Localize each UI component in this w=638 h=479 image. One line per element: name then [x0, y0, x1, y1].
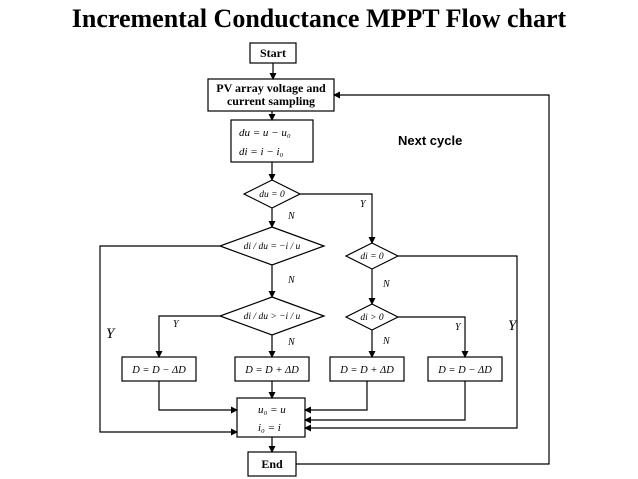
svg-text:du = u − u₀: du = u − u₀: [239, 127, 291, 139]
svg-text:Start: Start: [260, 46, 286, 60]
connectors: [99, 63, 550, 465]
next-cycle-label: Next cycle: [398, 133, 462, 148]
label-y-du0: Y: [360, 199, 367, 210]
svg-text:du = 0: du = 0: [259, 190, 285, 200]
svg-text:u₀ = u: u₀ = u: [258, 404, 286, 416]
update-node: u₀ = u i₀ = i: [236, 397, 306, 438]
svg-text:End: End: [261, 457, 283, 471]
svg-text:D = D + ΔD: D = D + ΔD: [244, 365, 299, 376]
svg-text:D = D − ΔD: D = D − ΔD: [437, 365, 492, 376]
box-decrease-right: D = D − ΔD: [427, 356, 503, 382]
svg-text:di / du = −i / u: di / du = −i / u: [244, 242, 301, 252]
box-increase-left: D = D + ΔD: [234, 356, 310, 382]
svg-text:current sampling: current sampling: [227, 94, 315, 108]
svg-text:di > 0: di > 0: [360, 313, 384, 323]
end-node: End: [247, 451, 297, 477]
decision-didu-greater: di / du > −i / u: [218, 296, 326, 336]
label-y-di-gt0: Y: [455, 322, 462, 333]
start-node: Start: [249, 42, 297, 64]
label-n-du0: N: [287, 211, 296, 222]
box-increase-right: D = D + ΔD: [329, 356, 405, 382]
svg-text:di = 0: di = 0: [360, 252, 384, 262]
svg-text:i₀ = i: i₀ = i: [258, 422, 281, 434]
label-n-di-gt0: N: [382, 336, 391, 347]
svg-text:PV array voltage and: PV array voltage and: [216, 81, 326, 95]
svg-text:di / du > −i / u: di / du > −i / u: [244, 312, 301, 322]
svg-text:di = i − i₀: di = i − i₀: [239, 146, 284, 158]
box-decrease-left: D = D − ΔD: [121, 356, 197, 382]
label-n-didu-eq: N: [287, 275, 296, 286]
label-n-didu-gt: N: [287, 337, 296, 348]
decision-di-zero: di = 0: [344, 242, 400, 270]
decision-didu-equal: di / du = −i / u: [218, 226, 326, 266]
decision-du-zero: du = 0: [242, 179, 302, 209]
calc-node: du = u − u₀ di = i − i₀: [230, 119, 314, 163]
sampling-node: PV array voltage and current sampling: [207, 78, 335, 112]
svg-text:D = D − ΔD: D = D − ΔD: [131, 365, 186, 376]
page-title: Incremental Conductance MPPT Flow chart: [71, 4, 567, 33]
label-y-didu-eq: Y: [106, 326, 116, 342]
label-y-di0: Y: [508, 318, 518, 334]
label-n-di0: N: [382, 279, 391, 290]
decision-di-positive: di > 0: [344, 303, 400, 331]
label-y-didu-gt: Y: [173, 319, 180, 330]
svg-text:D = D + ΔD: D = D + ΔD: [339, 365, 394, 376]
